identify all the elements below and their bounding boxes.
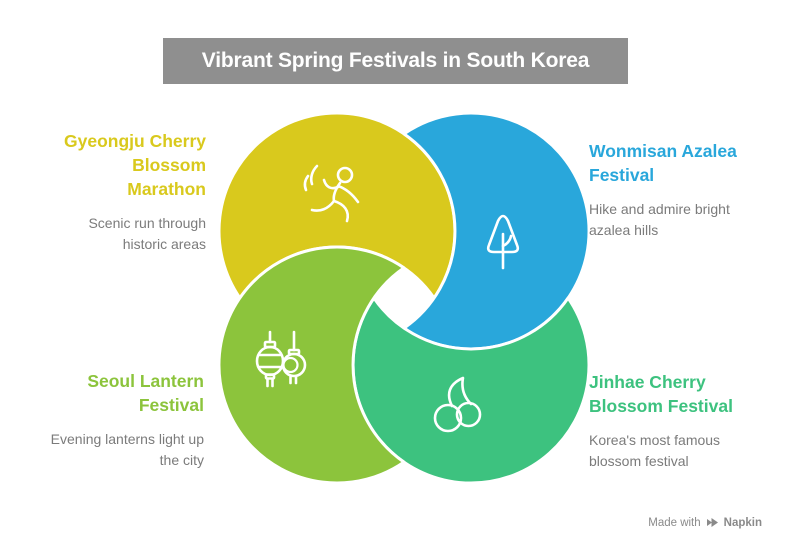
napkin-brand-label: Napkin	[723, 516, 762, 529]
festival-card-wonmisan: Wonmisan Azalea Festival Hike and admire…	[589, 139, 784, 241]
cherry-icon	[433, 376, 482, 433]
tree-icon	[486, 214, 520, 270]
napkin-logo-icon	[706, 518, 718, 527]
festival-description: Hike and admire bright azalea hills	[589, 201, 730, 238]
festival-name: Gyeongju Cherry Blossom Marathon	[64, 131, 206, 199]
festival-description: Korea's most famous blossom festival	[589, 432, 721, 469]
festival-name: Seoul Lantern Festival	[87, 371, 204, 415]
runner-icon	[303, 164, 360, 223]
festival-name: Wonmisan Azalea Festival	[589, 141, 737, 185]
festival-description: Evening lanterns light up the city	[50, 431, 204, 468]
title-banner: Vibrant Spring Festivals in South Korea	[163, 38, 628, 84]
festival-name: Jinhae Cherry Blossom Festival	[589, 372, 733, 416]
lantern-icon	[255, 330, 307, 388]
festival-card-jinhae: Jinhae Cherry Blossom Festival Korea's m…	[589, 370, 784, 472]
festival-card-gyeongju: Gyeongju Cherry Blossom Marathon Scenic …	[24, 129, 206, 255]
made-with-label: Made with	[648, 516, 701, 529]
festival-card-seoul: Seoul Lantern Festival Evening lanterns …	[22, 369, 204, 471]
page-title: Vibrant Spring Festivals in South Korea	[201, 49, 590, 72]
festival-description: Scenic run through historic areas	[88, 215, 206, 252]
napkin-attribution[interactable]: Made with Napkin	[648, 516, 762, 529]
